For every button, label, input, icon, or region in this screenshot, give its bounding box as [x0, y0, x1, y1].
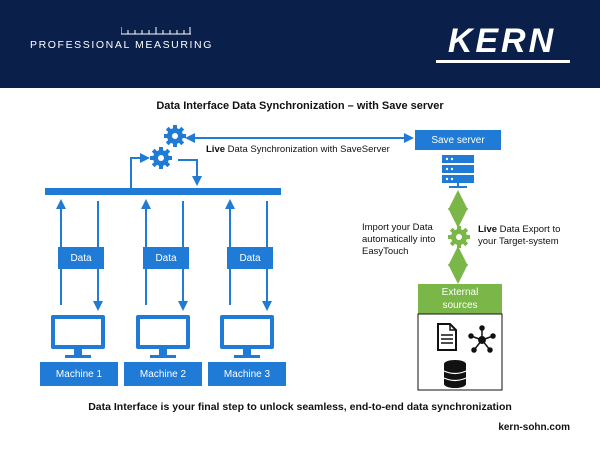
external-sources-label: External sources — [441, 287, 479, 311]
machine-box-2 — [124, 362, 202, 386]
logo-text: KERN — [447, 22, 557, 60]
network-icon — [468, 325, 496, 353]
data-bus-bar — [45, 188, 281, 195]
header-banner: PROFESSIONAL MEASURING KERN — [0, 0, 600, 88]
monitor-icon — [136, 315, 190, 358]
import-label: Import your Data automatically into Easy… — [362, 222, 436, 257]
database-icon — [443, 360, 467, 388]
document-icon — [437, 323, 457, 351]
data-label-1: Data — [70, 252, 92, 264]
kern-logo[interactable]: KERN — [432, 24, 572, 64]
external-sources-box — [418, 284, 502, 314]
ruler-icon — [121, 27, 191, 35]
sync-label: Live Data Synchronization with SaveServe… — [206, 144, 390, 156]
logo-underline — [436, 60, 570, 63]
export-label-rest: Data Export to your Target-system — [478, 224, 561, 247]
machine-box-3 — [208, 362, 286, 386]
data-box-1 — [58, 247, 104, 269]
website-link[interactable]: kern-sohn.com — [498, 422, 570, 433]
save-server-label: Save server — [431, 134, 485, 146]
save-server-box — [415, 130, 501, 150]
server-icon — [442, 155, 474, 188]
monitor-icon — [51, 315, 105, 358]
export-label-bold: Live — [478, 224, 498, 235]
export-label: Live Data Export to your Target-system — [478, 224, 573, 248]
gear-icon — [164, 125, 186, 147]
gear-icon — [448, 226, 470, 248]
sync-label-rest: Data Synchronization with SaveServer — [225, 144, 390, 155]
tagline: PROFESSIONAL MEASURING — [30, 39, 214, 51]
gear-icon — [150, 147, 172, 169]
data-box-2 — [143, 247, 189, 269]
bus-to-gear-arrow — [130, 153, 150, 188]
machine-label-2: Machine 2 — [139, 368, 187, 380]
machine-box-1 — [40, 362, 118, 386]
gear-to-bus-arrow — [178, 159, 202, 186]
data-box-3 — [227, 247, 273, 269]
data-label-2: Data — [155, 252, 177, 264]
data-label-3: Data — [239, 252, 261, 264]
monitor-icon — [220, 315, 274, 358]
machine-label-1: Machine 1 — [55, 368, 103, 380]
footer-tagline: Data Interface is your final step to unl… — [88, 401, 512, 413]
machine-label-3: Machine 3 — [223, 368, 271, 380]
sync-label-bold: Live — [206, 144, 226, 155]
diagram-title: Data Interface Data Synchronization – wi… — [156, 100, 444, 112]
